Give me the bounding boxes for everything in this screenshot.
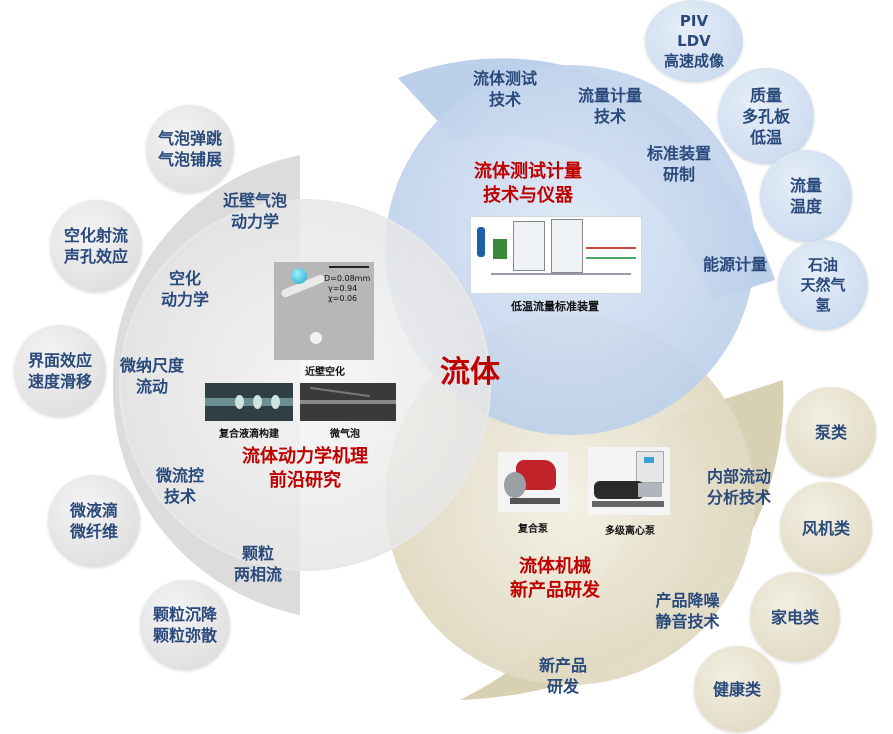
pump-base-icon [510, 498, 560, 504]
pipe-line [491, 273, 631, 275]
center-label: 流体 [440, 355, 500, 390]
cavitation-caption: 近壁空化 [305, 367, 345, 378]
measurement-arc-item-1: 流体测试 技术 [472, 69, 537, 109]
dynamics-bubble-5: 颗粒沉降 颗粒弥散 [140, 580, 230, 670]
microbubble-image [300, 383, 396, 421]
measurement-bubble-2: 质量 多孔板 低温 [718, 68, 814, 164]
dynamics-bubble-4: 微液滴 微纤维 [48, 475, 140, 567]
composite-pump-caption: 复合泵 [518, 524, 548, 535]
control-box-icon [636, 451, 664, 483]
measurement-bubble-4: 石油 天然气 氢 [778, 240, 868, 330]
multistage-pump-image [588, 447, 670, 515]
dynamics-title: 流体动力学机理 前沿研究 [242, 446, 368, 491]
measurement-bubble-1: PIV LDV 高速成像 [645, 0, 743, 82]
dynamics-arc-item-2: 空化 动力学 [160, 269, 209, 309]
dynamics-bubble-1: 气泡弹跳 气泡铺展 [146, 105, 234, 193]
channel-shape [205, 398, 293, 406]
vessel-icon [493, 239, 507, 259]
multistage-pump-caption: 多级离心泵 [605, 526, 655, 537]
machinery-arc-item-2: 产品降噪 静音技术 [655, 591, 720, 631]
microbubble-caption: 微气泡 [330, 429, 360, 440]
droplet-icon [271, 395, 280, 409]
dynamics-arc-item-4: 微流控 技术 [155, 466, 204, 506]
facility-caption: 低温流量标准装置 [511, 300, 599, 313]
pump-head-icon [504, 472, 526, 498]
droplet-caption: 复合液滴构建 [219, 429, 279, 440]
dynamics-arc-item-3: 微纳尺度 流动 [119, 356, 184, 396]
droplet-icon [253, 395, 262, 409]
cavity-icon [310, 332, 322, 344]
pipe-line [586, 257, 636, 259]
param-gamma: γ=0.94 [328, 284, 358, 293]
machinery-title: 流体机械 新产品研发 [510, 556, 600, 601]
pump-base-icon [592, 501, 664, 507]
channel-shape [300, 400, 396, 404]
measurement-arc-item-3: 标准装置 研制 [646, 144, 711, 184]
pump-stage-icon [638, 483, 662, 497]
droplet-icon [235, 395, 244, 409]
display-icon [644, 457, 654, 463]
droplet-image [205, 383, 293, 421]
param-d: D=0.08mm [324, 274, 371, 283]
machinery-arc-item-3: 新产品 研发 [538, 656, 587, 696]
tank-icon [477, 227, 485, 257]
machinery-arc-item-1: 内部流动 分析技术 [706, 467, 771, 507]
dynamics-arc-item-1: 近壁气泡 动力学 [222, 191, 287, 231]
measurement-title: 流体测试计量 技术与仪器 [474, 161, 582, 206]
cavitation-image: D=0.08mm γ=0.94 χ=0.06 [274, 262, 374, 360]
frame-icon [513, 221, 545, 271]
pipe-line [586, 247, 636, 249]
machinery-bubble-4: 健康类 [694, 646, 780, 732]
measurement-arc-item-2: 流量计量 技术 [577, 86, 642, 126]
wall-line [310, 386, 370, 398]
machinery-bubble-2: 风机类 [780, 482, 872, 574]
machinery-bubble-3: 家电类 [750, 572, 840, 662]
facility-image [470, 216, 642, 294]
machinery-bubble-1: 泵类 [786, 387, 876, 477]
scale-bar [329, 266, 369, 268]
motor-icon [594, 481, 644, 499]
dynamics-arc-item-5: 颗粒 两相流 [233, 544, 282, 584]
composite-pump-image [498, 452, 568, 512]
dynamics-bubble-3: 界面效应 速度滑移 [14, 325, 106, 417]
dynamics-bubble-2: 空化射流 声孔效应 [50, 200, 142, 292]
measurement-bubble-3: 流量 温度 [760, 150, 852, 242]
bubble-icon [291, 268, 307, 284]
measurement-arc-item-4: 能源计量 [702, 255, 767, 274]
param-chi: χ=0.06 [328, 294, 358, 303]
frame-icon [551, 219, 583, 273]
